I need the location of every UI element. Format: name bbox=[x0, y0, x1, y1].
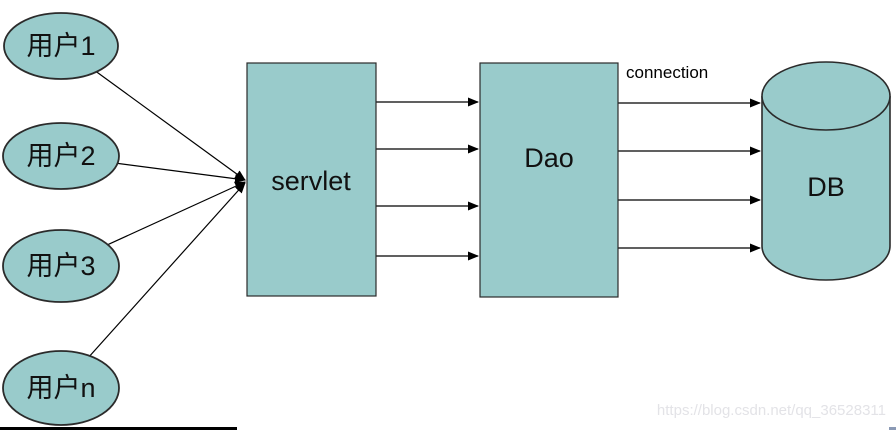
servlet-node: servlet bbox=[246, 62, 377, 297]
db-label: DB bbox=[807, 172, 845, 202]
user-nodes: 用户1 用户2 用户3 用户n bbox=[2, 12, 120, 426]
user2-ellipse bbox=[2, 122, 120, 190]
user1-label: 用户1 bbox=[26, 31, 95, 61]
usern-to-servlet-line bbox=[60, 182, 246, 389]
db-cylinder-body bbox=[761, 96, 891, 281]
watermark-text: https://blog.csdn.net/qq_36528311 bbox=[657, 402, 886, 419]
servlet-label: servlet bbox=[271, 166, 351, 196]
connection-label: connection bbox=[626, 63, 708, 82]
bottom-edge-strip bbox=[0, 427, 237, 430]
user1-ellipse bbox=[3, 12, 119, 80]
db-node: DB bbox=[761, 61, 891, 281]
db-cylinder-top bbox=[761, 61, 891, 131]
dao-label: Dao bbox=[524, 143, 574, 173]
usern-ellipse bbox=[2, 350, 120, 426]
user2-label: 用户2 bbox=[26, 141, 95, 171]
bottom-right-corner-mark bbox=[889, 427, 896, 430]
usern-label: 用户n bbox=[26, 373, 95, 403]
servlet-to-dao-arrows bbox=[376, 97, 479, 261]
user-to-servlet-lines bbox=[60, 45, 246, 389]
user3-label: 用户3 bbox=[26, 251, 95, 281]
user3-ellipse bbox=[2, 229, 120, 303]
dao-to-db-arrows bbox=[618, 98, 761, 253]
dao-node: Dao bbox=[479, 62, 619, 298]
servlet-box bbox=[246, 62, 377, 297]
dao-box bbox=[479, 62, 619, 298]
